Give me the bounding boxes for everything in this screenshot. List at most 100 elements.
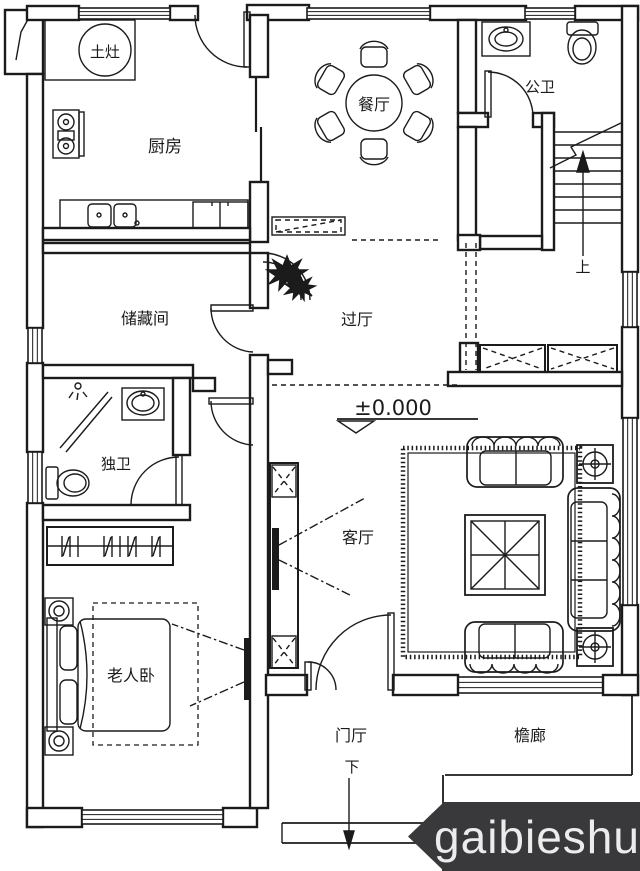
living-room-furniture-part [464, 514, 546, 596]
living-room-furniture [269, 436, 621, 691]
kitchen-fixtures [44, 11, 263, 229]
living-room-furniture-part [464, 621, 564, 673]
living-room-furniture-part [272, 528, 279, 590]
watermark-banner: gaibieshu [408, 802, 640, 871]
wardrobe [46, 526, 174, 566]
bedroom-furniture-part [79, 620, 88, 730]
kitchen-fixtures-part [57, 137, 75, 155]
interior-walls-part [41, 226, 252, 242]
living-room-furniture-part [387, 612, 395, 691]
understair-cabinets-part [550, 347, 615, 370]
private-bath-fixtures-part [121, 387, 165, 421]
bedroom-furniture-part [44, 726, 74, 756]
kitchen-fixtures-part [62, 118, 70, 126]
private-bath-fixtures-part [126, 390, 160, 416]
living-room-furniture-part [307, 661, 337, 691]
exterior-walls-part [25, 4, 81, 22]
interior-walls-part [456, 233, 482, 252]
bedroom-furniture-part [59, 679, 78, 725]
kitchen-fixtures-part [134, 220, 140, 226]
exterior-walls-part [168, 4, 200, 22]
interior-walls-part [191, 376, 217, 393]
dining-table-set-part [402, 63, 434, 96]
understair-cabinets-part [482, 347, 543, 370]
room-label-elder-bedroom: 老人卧 [107, 666, 155, 685]
public-bath-fixtures-part [484, 70, 492, 118]
bedroom-furniture-part [59, 625, 78, 671]
room-label-eave-porch: 檐廊 [514, 726, 546, 745]
private-bath-fixtures-part [175, 454, 183, 506]
exterior-walls-part [25, 501, 45, 829]
living-room-furniture-part [271, 635, 297, 669]
dining-table-set-part [402, 110, 434, 143]
kitchen-fixtures-part [44, 19, 136, 81]
bedroom-furniture-part [244, 638, 251, 700]
windows-part [524, 7, 576, 20]
dining-table-set-part [359, 40, 389, 68]
room-label-stove: 土灶 [90, 43, 120, 61]
interior-walls-part [478, 234, 544, 251]
kitchen-fixtures-part [87, 203, 112, 228]
dining-table-set-part [359, 138, 389, 166]
private-bath-fixtures-part [68, 391, 74, 399]
hallway-features-part [210, 307, 254, 353]
living-room-furniture-part [278, 559, 353, 597]
interior-walls-part [456, 18, 478, 115]
wardrobe-part [128, 536, 136, 557]
stairs-part [549, 122, 622, 169]
entry-and-porch [281, 695, 633, 871]
stairs-part [576, 149, 590, 173]
interior-walls-part [248, 251, 270, 310]
public-bath-fixtures [481, 21, 599, 118]
bedroom-furniture-part [48, 730, 70, 752]
windows-part [622, 271, 638, 328]
kitchen-fixtures-part [78, 111, 85, 157]
understair-cabinets-part [479, 344, 546, 373]
living-room-furniture-part [272, 466, 296, 496]
private-bath-fixtures-part [65, 396, 113, 453]
hallway-features-part [210, 304, 254, 312]
windows-part [81, 809, 224, 825]
room-label-private-bath: 独卫 [101, 455, 131, 473]
exterior-walls-part [620, 325, 640, 420]
wardrobe-part [152, 536, 160, 557]
living-room-furniture-part [278, 497, 366, 546]
hallway-features-part [282, 273, 318, 303]
interior-walls-part [248, 180, 270, 244]
private-bath-fixtures-part [45, 466, 59, 500]
elevation-marker [335, 418, 478, 434]
bedroom-furniture [44, 397, 254, 756]
bedroom-furniture-part [48, 600, 70, 622]
private-bath-fixtures-part [82, 391, 88, 398]
interior-walls-part [456, 125, 478, 242]
room-label-living: 客厅 [342, 528, 374, 547]
windows-part [457, 676, 604, 694]
public-bath-fixtures-part [503, 27, 509, 33]
stairs-up-label: 上 [575, 258, 590, 276]
public-bath-fixtures-part [494, 31, 518, 47]
private-bath-fixtures-part [63, 473, 87, 493]
interior-walls-part [540, 111, 556, 252]
hallway-features-part [264, 254, 310, 293]
living-room-furniture-part [272, 466, 296, 496]
bedroom-furniture-part [46, 617, 58, 732]
hallway-features-part [275, 219, 342, 233]
living-room-furniture-part [271, 464, 297, 498]
understair-cabinets-part [547, 344, 618, 373]
windows-part [306, 7, 431, 20]
bedroom-furniture-part [208, 397, 254, 405]
exterior-walls-part [25, 806, 84, 829]
bedroom-furniture-part [44, 597, 74, 626]
windows-part [78, 7, 171, 20]
exterior-walls-part [25, 72, 45, 330]
public-bath-fixtures-part [488, 26, 524, 52]
interior-walls-part [391, 673, 460, 697]
private-bath-fixtures-part [59, 391, 109, 449]
hallway-features-part [271, 216, 346, 236]
hallway-features [210, 216, 477, 386]
interior-walls-part [266, 358, 294, 376]
living-room-furniture-part [407, 452, 576, 653]
room-label-dining: 餐厅 [358, 95, 390, 114]
